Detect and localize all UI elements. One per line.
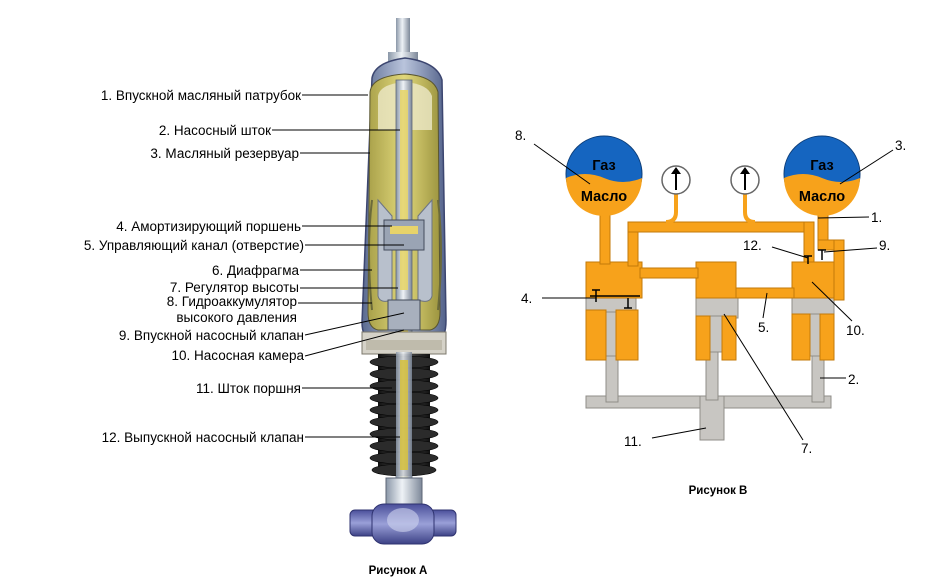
label-b-3: 3.: [895, 138, 906, 153]
left-accumulator: Газ Масло: [565, 135, 643, 216]
label-a-8: 8. Гидроаккумулятор: [167, 294, 297, 309]
label-b-2: 2.: [848, 372, 859, 387]
label-b-9: 9.: [879, 238, 890, 253]
right-accumulator: Газ Масло: [783, 135, 861, 216]
label-b-11: 11.: [624, 434, 642, 449]
valves: [590, 249, 826, 309]
rubber-bellows: [369, 352, 439, 482]
figure-a-labels: 1. Впускной масляный патрубок 2. Насосны…: [84, 88, 305, 445]
label-b-7: 7.: [801, 441, 812, 456]
label-a-9: 9. Впускной насосный клапан: [119, 328, 304, 343]
label-a-4: 4. Амортизирующий поршень: [116, 219, 301, 234]
figure-a-leader-lines: [272, 94, 405, 438]
label-a-12: 12. Выпускной насосный клапан: [102, 430, 304, 445]
label-b-12: 12.: [743, 238, 762, 253]
caption-figure-b: Рисунок B: [689, 485, 748, 497]
top-rod: [396, 18, 410, 60]
label-a-1: 1. Впускной масляный патрубок: [101, 88, 301, 103]
label-a-6: 6. Диафрагма: [212, 263, 300, 278]
left-cylinder: [585, 261, 643, 299]
left-gas-label: Газ: [592, 158, 615, 174]
right-cylinder: [791, 261, 835, 299]
label-a-5: 5. Управляющий канал (отверстие): [84, 238, 304, 253]
label-a-3: 3. Масляный резервуар: [150, 146, 299, 161]
label-a-8b: высокого давления: [176, 310, 297, 325]
label-b-1: 1.: [871, 210, 882, 225]
figure-b-leader-lines: [533, 143, 894, 441]
label-b-8: 8.: [515, 128, 526, 143]
right-oil-label: Масло: [799, 189, 845, 205]
shock-absorber-illustration: [349, 18, 457, 545]
label-a-10: 10. Насосная камера: [172, 348, 305, 363]
left-oil-label: Масло: [581, 189, 627, 205]
right-gas-label: Газ: [810, 158, 833, 174]
figure-b-numbers: 8. 3. 1. 12. 9. 4. 5. 10. 2. 11. 7.: [515, 128, 906, 456]
pressure-gauge-left-icon: [661, 165, 691, 195]
label-b-4: 4.: [521, 291, 532, 306]
label-a-11: 11. Шток поршня: [196, 381, 301, 396]
pressure-gauge-right-icon: [730, 165, 760, 195]
caption-figure-a: Рисунок А: [369, 565, 428, 577]
label-a-7: 7. Регулятор высоты: [170, 280, 299, 295]
label-a-2: 2. Насосный шток: [159, 123, 271, 138]
label-b-10: 10.: [846, 323, 865, 338]
middle-cylinder: [695, 261, 737, 299]
hydraulic-schematic: Газ Масло Газ Масло: [565, 135, 861, 441]
label-b-5: 5.: [758, 320, 769, 335]
